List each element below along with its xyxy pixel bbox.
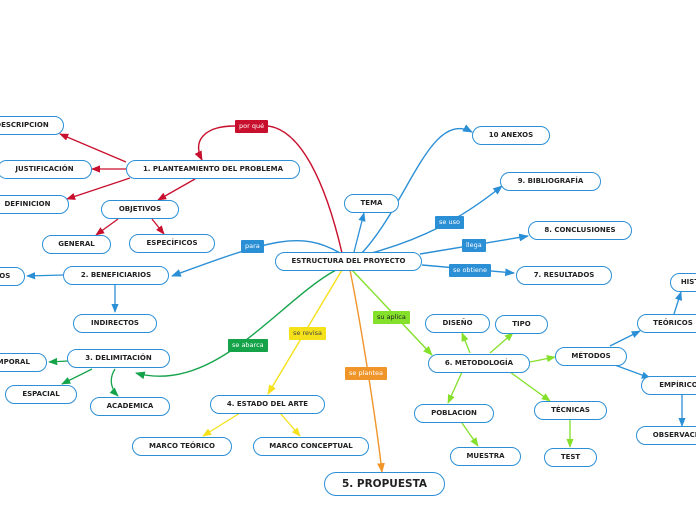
node-empiricos[interactable]: EMPÍRICOS bbox=[641, 376, 696, 395]
edge-metodologia-metodos bbox=[529, 355, 556, 363]
node-tema[interactable]: TEMA bbox=[344, 194, 399, 213]
edge-center-anexos bbox=[361, 124, 473, 254]
node-test[interactable]: TEST bbox=[544, 448, 597, 467]
node-muestra[interactable]: MUESTRA bbox=[450, 447, 521, 466]
node-marco-teorico[interactable]: MARCO TEÓRICO bbox=[132, 437, 232, 456]
node-resultados[interactable]: 7. RESULTADOS bbox=[516, 266, 612, 285]
node-historicos[interactable]: HISTÓRICOS bbox=[670, 273, 696, 292]
node-objetivos[interactable]: OBJETIVOS bbox=[101, 200, 179, 219]
edge-delimitacion-espacial bbox=[61, 368, 93, 385]
edge-planteamiento-definicion bbox=[66, 177, 131, 200]
edge-delimitacion-academica bbox=[109, 368, 119, 397]
node-definicion[interactable]: DEFINICION bbox=[0, 195, 69, 214]
label-se-uso: se uso bbox=[435, 216, 464, 229]
node-teoricos[interactable]: TEÓRICOS bbox=[637, 314, 696, 333]
edge-estado-marcoconceptual bbox=[279, 412, 301, 437]
node-tecnicas[interactable]: TÉCNICAS bbox=[534, 401, 607, 420]
node-indirectos[interactable]: INDIRECTOS bbox=[73, 314, 157, 333]
node-poblacion[interactable]: POBLACION bbox=[414, 404, 494, 423]
node-general[interactable]: GENERAL bbox=[42, 235, 111, 254]
node-metodologia[interactable]: 6. METODOLOGÍA bbox=[428, 354, 530, 373]
edge-estado-marcoteorico bbox=[202, 412, 241, 437]
label-se-abarca: se abarca bbox=[228, 339, 268, 352]
label-por-que: por qué bbox=[235, 120, 269, 133]
node-espacial[interactable]: ESPACIAL bbox=[5, 385, 77, 404]
node-anexos[interactable]: 10 ANEXOS bbox=[472, 126, 550, 145]
label-llega: llega bbox=[462, 239, 486, 252]
edge-porque-planteamiento bbox=[194, 125, 236, 161]
node-observacion[interactable]: OBSERVACIÓN bbox=[636, 426, 696, 445]
node-delimitacion[interactable]: 3. DELIMITACIÓN bbox=[67, 349, 170, 368]
edge-metodologia-poblacion bbox=[447, 371, 463, 404]
edge-metodologia-diseno bbox=[461, 332, 471, 354]
edge-metodologia-tipo bbox=[489, 332, 514, 354]
node-bibliografia[interactable]: 9. BIBLIOGRAFÍA bbox=[500, 172, 601, 191]
node-estado-del-arte[interactable]: 4. ESTADO DEL ARTE bbox=[210, 395, 325, 414]
node-academica[interactable]: ACADEMICA bbox=[90, 397, 170, 416]
node-estructura-del-proyecto[interactable]: ESTRUCTURA DEL PROYECTO bbox=[275, 252, 422, 271]
node-marco-conceptual[interactable]: MARCO CONCEPTUAL bbox=[253, 437, 369, 456]
edge-delimitacion-temporal bbox=[48, 357, 69, 366]
node-descripcion[interactable]: DESCRIPCION bbox=[0, 116, 64, 135]
node-temporal[interactable]: TEMPORAL bbox=[0, 353, 47, 372]
edge-planteamiento-objetivos bbox=[157, 178, 196, 201]
edge-poblacion-muestra bbox=[461, 422, 479, 447]
edge-planteamiento-descripcion bbox=[59, 133, 127, 163]
node-conclusiones[interactable]: 8. CONCLUSIONES bbox=[528, 221, 632, 240]
edge-objetivos-especificos bbox=[151, 218, 165, 235]
edge-beneficiarios-directos bbox=[26, 272, 64, 280]
edge-center-beneficiarios bbox=[171, 239, 341, 277]
edge-metodos-teoricos bbox=[609, 330, 641, 347]
edge-metodos-empiricos bbox=[611, 363, 651, 379]
edge-teoricos-historicos bbox=[673, 291, 682, 315]
label-se-obtiene: se obtiene bbox=[449, 264, 492, 277]
node-diseno[interactable]: DISEÑO bbox=[425, 314, 490, 333]
edge-center-planteamiento bbox=[267, 125, 343, 254]
node-propuesta[interactable]: 5. PROPUESTA bbox=[324, 472, 445, 496]
label-su-aplica: su aplica bbox=[373, 311, 410, 324]
node-justificacion[interactable]: JUSTIFICACIÓN bbox=[0, 160, 92, 179]
node-especificos[interactable]: ESPECÍFICOS bbox=[129, 234, 215, 253]
edge-metodologia-tecnicas bbox=[509, 371, 551, 402]
node-tipo[interactable]: TIPO bbox=[495, 315, 548, 334]
label-para: para bbox=[241, 240, 264, 253]
node-planteamiento-del-problema[interactable]: 1. PLANTEAMIENTO DEL PROBLEMA bbox=[126, 160, 300, 179]
label-se-plantea: se plantea bbox=[345, 367, 388, 380]
node-directos[interactable]: DIRECTOS bbox=[0, 267, 25, 286]
label-se-revisa: se revisa bbox=[289, 327, 327, 340]
edge-center-tema bbox=[353, 212, 366, 253]
edge-objetivos-general bbox=[95, 218, 119, 236]
node-beneficiarios[interactable]: 2. BENEFICIARIOS bbox=[63, 266, 169, 285]
node-metodos[interactable]: MÉTODOS bbox=[555, 347, 627, 366]
